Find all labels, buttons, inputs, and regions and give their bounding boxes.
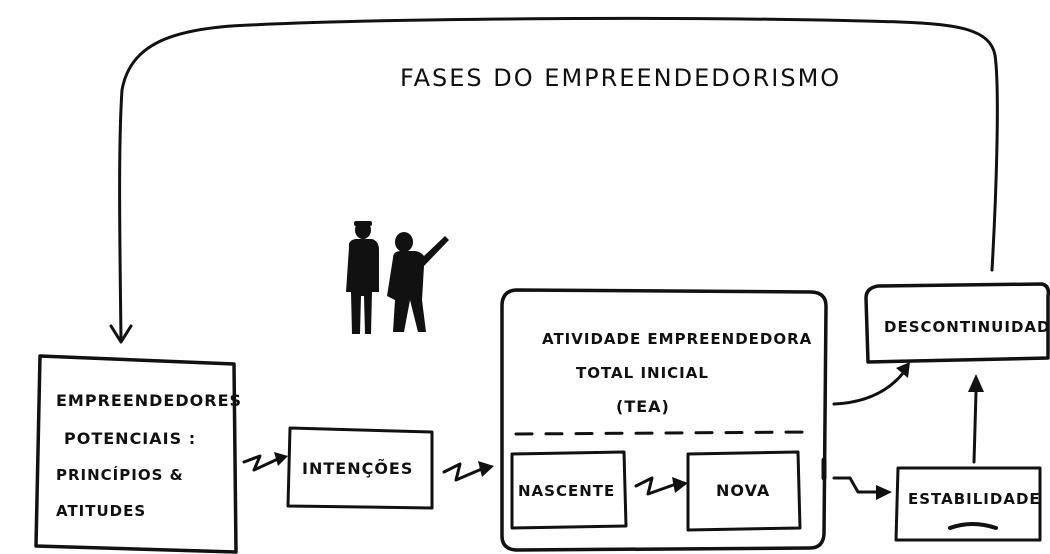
- tea-line3: (TEA): [616, 397, 670, 416]
- tea-divider: [514, 430, 814, 436]
- box-empreendedores-potenciais: EMPREENDEDORES POTENCIAIS : PRINCÍPIOS &…: [34, 354, 242, 554]
- tea-line1: ATIVIDADE EMPREENDEDORA: [542, 330, 812, 348]
- arrow-tea-descontinuidade: [832, 362, 910, 406]
- arrow-nascente-nova: [634, 476, 688, 496]
- potenciais-line1: EMPREENDEDORES: [56, 391, 242, 410]
- potenciais-line4: ATITUDES: [56, 502, 146, 520]
- estabilidade-underline: [948, 522, 998, 530]
- nascente-label: NASCENTE: [518, 482, 615, 500]
- diagram-title: FASES DO EMPREENDEDORISMO: [400, 64, 841, 92]
- arrow-intencoes-tea: [442, 461, 494, 482]
- feedback-loop-arrowhead: [109, 324, 133, 344]
- descontinuidade-label: DESCONTINUIDADE: [884, 318, 1050, 336]
- arrow-tea-estabilidade: [832, 476, 892, 500]
- feedback-loop-arrow: [118, 16, 999, 342]
- tea-line2: TOTAL INICIAL: [576, 364, 709, 382]
- nova-label: NOVA: [716, 481, 770, 500]
- people-silhouette-icon: [346, 221, 449, 334]
- estabilidade-label: ESTABILIDADE: [908, 490, 1041, 508]
- box-nova: NOVA: [686, 450, 802, 532]
- potenciais-line2: POTENCIAIS :: [64, 429, 196, 448]
- box-intencoes: INTENÇÕES: [286, 426, 434, 510]
- arrow-potenciais-intencoes: [242, 452, 288, 472]
- intencoes-label: INTENÇÕES: [302, 459, 413, 478]
- arrow-estabilidade-descontinuidade: [968, 374, 984, 464]
- box-estabilidade: ESTABILIDADE: [894, 466, 1042, 542]
- box-tea: ATIVIDADE EMPREENDEDORA TOTAL INICIAL (T…: [500, 288, 828, 552]
- box-nascente: NASCENTE: [510, 450, 628, 530]
- box-descontinuidade: DESCONTINUIDADE: [864, 282, 1050, 364]
- potenciais-line3: PRINCÍPIOS &: [56, 465, 184, 484]
